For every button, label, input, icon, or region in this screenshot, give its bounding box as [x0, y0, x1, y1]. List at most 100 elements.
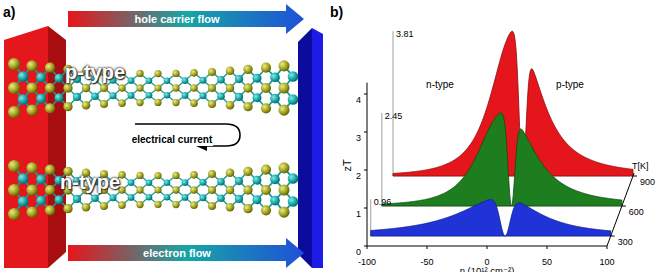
text-label: 100 [599, 257, 614, 267]
atom [278, 82, 289, 93]
atom [226, 101, 235, 110]
axis-title: n (10¹² cm⁻²) [460, 266, 515, 272]
atom [91, 92, 99, 100]
atom [172, 84, 179, 91]
atom [63, 204, 72, 213]
n-type-layer [8, 160, 298, 220]
atom [253, 176, 262, 185]
atom [199, 77, 206, 84]
text-label: n-type [426, 79, 454, 91]
atom [243, 83, 252, 92]
axis-title: T[K] [632, 161, 649, 171]
atom [172, 99, 179, 106]
atom [128, 179, 135, 186]
atom [36, 175, 46, 185]
atom [190, 186, 198, 194]
n-tick [427, 246, 428, 249]
atom [154, 99, 161, 106]
atom [288, 94, 299, 105]
atom [243, 102, 252, 111]
label: 3 [356, 127, 361, 145]
atom [82, 101, 91, 110]
atom [288, 71, 299, 82]
zt-axis [367, 83, 368, 246]
atom [190, 171, 198, 179]
arrow-body [68, 238, 304, 268]
atom [278, 105, 289, 116]
atom [208, 170, 216, 178]
atom [55, 195, 64, 204]
label: 300 [618, 231, 633, 249]
atom [18, 94, 29, 105]
text-label: 4 [356, 95, 361, 105]
atom [199, 194, 206, 201]
atom [253, 74, 262, 83]
text-label: electrical current [131, 134, 214, 146]
atom [63, 102, 72, 111]
atom [182, 92, 189, 99]
atom [36, 94, 46, 104]
atom [253, 93, 262, 102]
atom [26, 60, 37, 71]
text-label: 0.96 [374, 197, 392, 207]
atom [26, 105, 37, 116]
atom [270, 196, 280, 206]
atom [261, 185, 271, 195]
atom [278, 60, 289, 71]
atom [208, 100, 216, 108]
text-label: 3.81 [396, 29, 414, 39]
label: a) [3, 3, 15, 21]
atom [91, 194, 99, 202]
text-label: 1 [356, 209, 361, 219]
label: zT [337, 159, 355, 171]
atom [146, 77, 153, 84]
atom [154, 84, 161, 91]
atom [128, 92, 135, 99]
atom [243, 204, 252, 213]
n-tick [367, 246, 368, 249]
atom [235, 177, 243, 185]
atom [243, 167, 252, 176]
atom [136, 172, 143, 179]
label: -100 [358, 251, 376, 269]
atom [26, 184, 37, 195]
atom [8, 184, 20, 196]
atom [8, 208, 20, 220]
atom [26, 207, 37, 218]
atom [217, 178, 225, 186]
atom [73, 195, 81, 203]
atom [182, 179, 189, 186]
atom [261, 63, 271, 73]
atom [172, 201, 179, 208]
atom [226, 203, 235, 212]
text-label: 900 [640, 177, 655, 187]
atom [118, 99, 126, 107]
atom [146, 194, 153, 201]
atom [278, 162, 289, 173]
atom [208, 202, 216, 210]
n-tick [607, 246, 608, 249]
atom [243, 65, 252, 74]
label: 600 [629, 201, 644, 219]
atom [136, 99, 143, 106]
atom [226, 84, 235, 93]
atom [45, 103, 55, 113]
text-label: p-type [65, 61, 125, 84]
label: n-type [60, 171, 120, 194]
atom [235, 75, 243, 83]
atom [199, 92, 206, 99]
text-label: 0 [356, 247, 361, 257]
label: 0 [356, 241, 361, 259]
text-label: p-type [556, 79, 584, 91]
arrow-label: electron flow [143, 245, 211, 261]
atom [270, 94, 280, 104]
atom [18, 173, 29, 184]
zt-curve [371, 200, 611, 236]
atom [208, 84, 216, 92]
atom [208, 186, 216, 194]
label: b) [330, 3, 343, 21]
atom [45, 205, 55, 215]
atom [288, 196, 299, 207]
label: 100 [599, 251, 614, 269]
